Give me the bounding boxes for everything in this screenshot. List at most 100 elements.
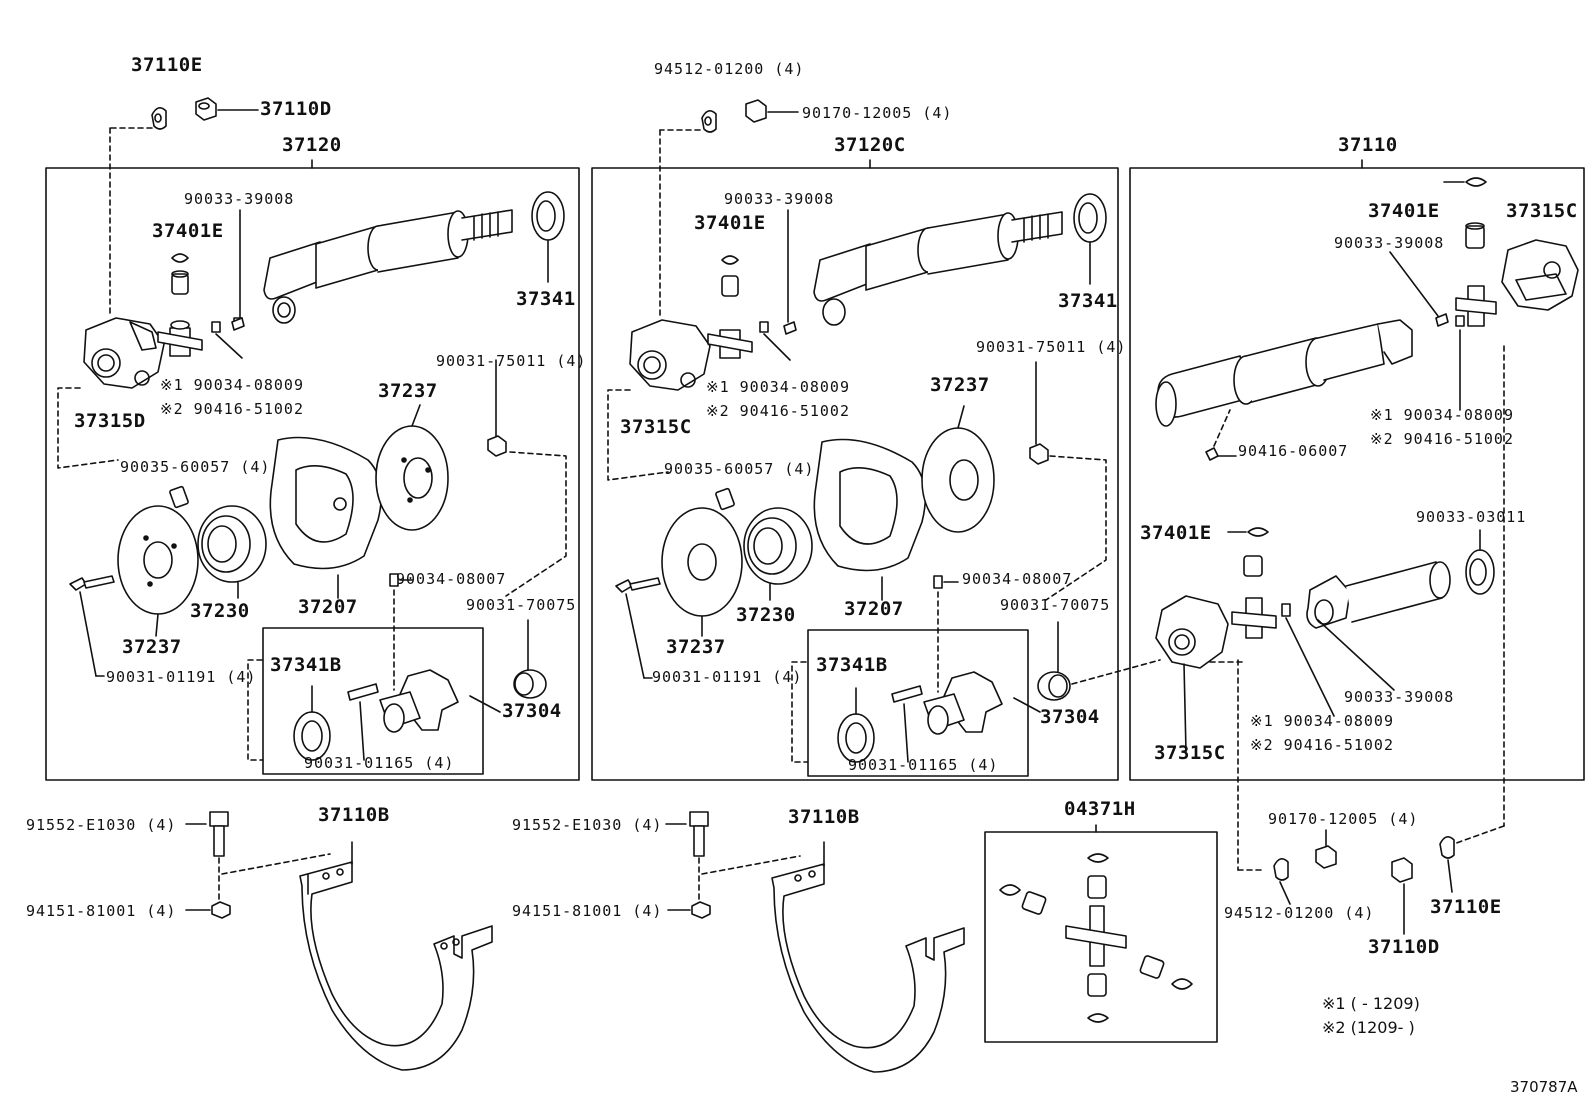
part-90170-12005-label[interactable]: 90170-12005 (4) (1268, 810, 1419, 828)
washer-icon (1273, 858, 1289, 881)
part-37110D-label[interactable]: 37110D (1368, 936, 1440, 958)
part-90416-51002-label[interactable]: ※2 90416-51002 (706, 402, 850, 420)
spider-joint-icon (1455, 285, 1497, 327)
part-90034-08007-label[interactable]: 90034-08007 (396, 570, 507, 588)
part-37237-label[interactable]: 37237 (666, 636, 726, 658)
part-37341B-label[interactable]: 37341B (816, 654, 888, 676)
nut-icon (1029, 443, 1049, 465)
grease-fitting-icon (389, 573, 399, 587)
propeller-shaft-icon (1155, 319, 1413, 427)
center-bearing-cushion-icon (269, 436, 383, 570)
part-37401E-label[interactable]: 37401E (1368, 200, 1440, 222)
part-37110-label[interactable]: 37110 (1338, 134, 1398, 156)
part-90035-60057-label[interactable]: 90035-60057 (4) (664, 460, 815, 478)
part-37237-label[interactable]: 37237 (122, 636, 182, 658)
propeller-shaft-icon (813, 211, 1063, 326)
part-37110B-label[interactable]: 37110B (318, 804, 390, 826)
part-90033-39008-label[interactable]: 90033-39008 (724, 190, 835, 208)
part-90031-75011-label[interactable]: 90031-75011 (4) (436, 352, 587, 370)
part-90034-08009-label[interactable]: ※1 90034-08009 (1370, 406, 1514, 424)
part-90035-60057-label[interactable]: 90035-60057 (4) (120, 458, 271, 476)
part-90416-06007-label[interactable]: 90416-06007 (1238, 442, 1349, 460)
part-37237-label[interactable]: 37237 (930, 374, 990, 396)
part-37401E-label[interactable]: 37401E (694, 212, 766, 234)
center-bearing-icon (197, 505, 267, 583)
dust-seal-icon (531, 191, 565, 241)
part-37110E-label[interactable]: 37110E (131, 54, 203, 76)
oil-seal-icon (837, 713, 875, 763)
grease-fitting-icon (1281, 603, 1291, 617)
grease-fitting-icon (1435, 313, 1465, 327)
part-37401E-label[interactable]: 37401E (152, 220, 224, 242)
part-37401E-label[interactable]: 37401E (1140, 522, 1212, 544)
frame-37341B-a (262, 627, 484, 775)
part-94151-81001-label[interactable]: 94151-81001 (4) (512, 902, 663, 920)
grease-fitting-icon (759, 321, 797, 335)
bolt-icon (231, 317, 245, 331)
part-90031-01191-label[interactable]: 90031-01191 (4) (106, 668, 257, 686)
frame-04371H (984, 831, 1218, 1043)
part-04371H-label[interactable]: 04371H (1064, 798, 1136, 820)
part-37315C-label[interactable]: 37315C (1154, 742, 1226, 764)
propeller-shaft-icon (263, 209, 513, 324)
part-90031-01191-label[interactable]: 90031-01191 (4) (652, 668, 803, 686)
part-37230-label[interactable]: 37230 (736, 604, 796, 626)
part-94512-01200-label[interactable]: 94512-01200 (4) (1224, 904, 1375, 922)
part-37315C-label[interactable]: 37315C (620, 416, 692, 438)
part-37120C-label[interactable]: 37120C (834, 134, 906, 156)
part-37341-label[interactable]: 37341 (1058, 290, 1118, 312)
part-37315C-label[interactable]: 37315C (1506, 200, 1578, 222)
part-90416-51002-label[interactable]: ※2 90416-51002 (160, 400, 304, 418)
part-37207-label[interactable]: 37207 (298, 596, 358, 618)
part-90033-39008-label[interactable]: 90033-39008 (1344, 688, 1455, 706)
nut-icon (195, 97, 217, 121)
part-91552-E1030-label[interactable]: 91552-E1030 (4) (512, 816, 663, 834)
part-90170-12005-label[interactable]: 90170-12005 (4) (802, 104, 953, 122)
bolt-icon (69, 575, 115, 591)
grease-fitting-icon (1205, 447, 1219, 461)
part-90031-01165-label[interactable]: 90031-01165 (4) (304, 754, 455, 772)
part-37304-label[interactable]: 37304 (1040, 706, 1100, 728)
part-91552-E1030-label[interactable]: 91552-E1030 (4) (26, 816, 177, 834)
part-37341B-label[interactable]: 37341B (270, 654, 342, 676)
nut-icon (745, 99, 767, 123)
part-90031-70075-label[interactable]: 90031-70075 (466, 596, 577, 614)
spider-joint-icon (1231, 597, 1277, 639)
grease-fitting-icon (933, 575, 943, 589)
cap-icon (513, 669, 547, 699)
part-90031-75011-label[interactable]: 90031-75011 (4) (976, 338, 1127, 356)
part-90031-01165-label[interactable]: 90031-01165 (4) (848, 756, 999, 774)
part-90034-08009-label[interactable]: ※1 90034-08009 (1250, 712, 1394, 730)
part-37237-label[interactable]: 37237 (378, 380, 438, 402)
part-37230-label[interactable]: 37230 (190, 600, 250, 622)
part-90034-08009-label[interactable]: ※1 90034-08009 (706, 378, 850, 396)
part-37315D-label[interactable]: 37315D (74, 410, 146, 432)
part-90034-08007-label[interactable]: 90034-08007 (962, 570, 1073, 588)
bearing-cup-icon (171, 253, 189, 295)
washer-icon (151, 107, 167, 130)
part-94151-81001-label[interactable]: 94151-81001 (4) (26, 902, 177, 920)
dust-seal-icon (1465, 549, 1495, 595)
support-bracket-icon (299, 861, 493, 1071)
part-37207-label[interactable]: 37207 (844, 598, 904, 620)
part-37120-label[interactable]: 37120 (282, 134, 342, 156)
part-94512-01200-label[interactable]: 94512-01200 (4) (654, 60, 805, 78)
part-37110E-label[interactable]: 37110E (1430, 896, 1502, 918)
part-90034-08009-label[interactable]: ※1 90034-08009 (160, 376, 304, 394)
part-37341-label[interactable]: 37341 (516, 288, 576, 310)
part-90033-39008-label[interactable]: 90033-39008 (184, 190, 295, 208)
part-90033-39008-label[interactable]: 90033-39008 (1334, 234, 1445, 252)
part-90033-03011-label[interactable]: 90033-03011 (1416, 508, 1527, 526)
frame-37341B-b (807, 629, 1029, 777)
part-90031-70075-label[interactable]: 90031-70075 (1000, 596, 1111, 614)
nut-icon (211, 901, 231, 919)
center-bearing-icon (743, 507, 813, 585)
part-90416-51002-label[interactable]: ※2 90416-51002 (1370, 430, 1514, 448)
snap-ring-icon (1247, 527, 1269, 537)
oil-seal-icon (293, 711, 331, 761)
part-90416-51002-label[interactable]: ※2 90416-51002 (1250, 736, 1394, 754)
part-37110D-label[interactable]: 37110D (260, 98, 332, 120)
part-37110B-label[interactable]: 37110B (788, 806, 860, 828)
part-37304-label[interactable]: 37304 (502, 700, 562, 722)
bolt-icon (615, 577, 661, 593)
